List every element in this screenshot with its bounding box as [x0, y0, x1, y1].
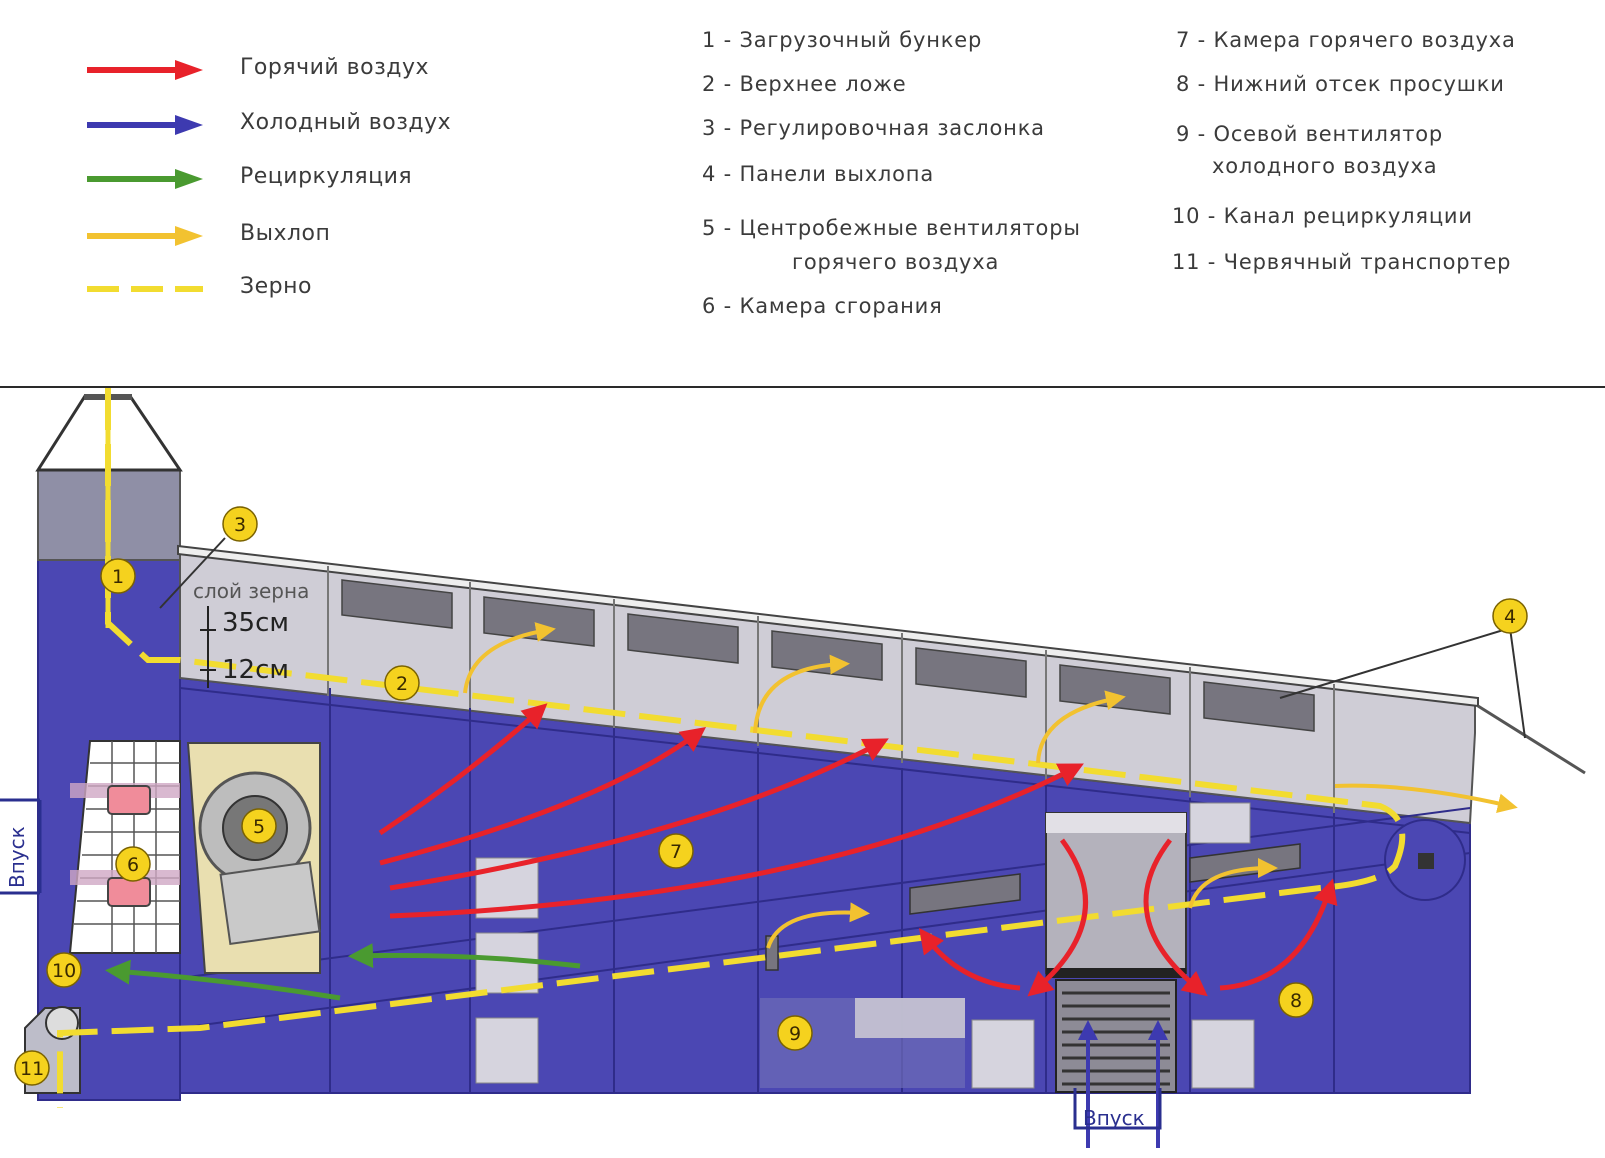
callout-7: 7 [658, 833, 694, 869]
inlet-left-label: Впуск [5, 826, 29, 888]
svg-text:6: 6 [127, 854, 139, 876]
key-item: горячего воздуха [792, 250, 1000, 274]
legend-label: Холодный воздух [240, 110, 452, 135]
key-item: 8 - Нижний отсек просушки [1176, 72, 1505, 96]
callout-2: 2 [384, 665, 420, 701]
grain-path [57, 388, 1406, 1108]
key-item: 9 - Осевой вентилятор [1176, 122, 1444, 146]
callout-11: 11 [14, 1050, 50, 1086]
svg-text:10: 10 [52, 960, 76, 982]
callouts: 1 2 3 4 5 6 7 8 9 10 11 [14, 506, 1528, 1086]
svg-text:11: 11 [20, 1058, 44, 1080]
svg-text:2: 2 [396, 673, 408, 695]
grain-dashed-line-icon [87, 286, 203, 292]
svg-text:1: 1 [112, 566, 124, 588]
burner-upper [107, 785, 151, 815]
svg-text:7: 7 [670, 841, 682, 863]
callout-9: 9 [777, 1015, 813, 1051]
legend-label: Зерно [240, 274, 312, 299]
callout-1: 1 [100, 558, 136, 594]
hot-air-arrow-icon [87, 60, 203, 80]
section-divider [0, 386, 1605, 388]
dim-bottom-label: 12см [222, 655, 289, 685]
key-item: 6 - Камера сгорания [702, 294, 943, 318]
hot-air-flow [378, 703, 1084, 919]
legend-label: Выхлоп [240, 221, 331, 246]
exhaust-arrow-icon [87, 226, 203, 246]
callout-8: 8 [1278, 982, 1314, 1018]
recirculation-arrow-icon [87, 169, 203, 189]
svg-text:4: 4 [1504, 606, 1516, 628]
exhaust-panels [341, 579, 1315, 732]
key-item: холодного воздуха [1212, 154, 1438, 178]
cold-air-arrow-icon [87, 115, 203, 135]
dryer-diagram: Впуск Впуск слой зерна 35см 12см 1 2 3 4… [0, 388, 1586, 1148]
key-item: 2 - Верхнее ложе [702, 72, 907, 96]
legend-label: Горячий воздух [240, 55, 430, 80]
key-item: 7 - Камера горячего воздуха [1176, 28, 1516, 52]
recirculation-flow [105, 943, 581, 1001]
lower-drying-compartment [1045, 812, 1187, 974]
svg-text:5: 5 [253, 816, 265, 838]
callout-10: 10 [46, 952, 82, 988]
legend-label: Рециркуляция [240, 164, 413, 189]
combustion-chamber [68, 740, 181, 954]
hot-air-loop [919, 838, 1338, 997]
key-item: 11 - Червячный транспортер [1172, 250, 1512, 274]
callout-6: 6 [115, 846, 151, 882]
dim-top-label: 35см [222, 608, 289, 638]
left-inlet-bracket [0, 798, 42, 895]
key-item: 1 - Загрузочный бункер [702, 28, 983, 52]
grain-layer-label: слой зерна [193, 579, 309, 603]
key-item: 5 - Центробежные вентиляторы [702, 216, 1081, 240]
burner-lower [107, 877, 151, 907]
key-item: 10 - Канал рециркуляции [1172, 204, 1473, 228]
svg-text:3: 3 [234, 514, 246, 536]
exhaust-flow [463, 622, 1518, 949]
inlet-bottom-label: Впуск [1083, 1106, 1145, 1130]
callout-4: 4 [1492, 598, 1528, 634]
key-item: 3 - Регулировочная заслонка [702, 116, 1045, 140]
svg-text:9: 9 [789, 1023, 801, 1045]
callout-5: 5 [241, 808, 277, 844]
svg-text:8: 8 [1290, 990, 1302, 1012]
callout-3: 3 [222, 506, 258, 542]
key-item: 4 - Панели выхлопа [702, 162, 934, 186]
